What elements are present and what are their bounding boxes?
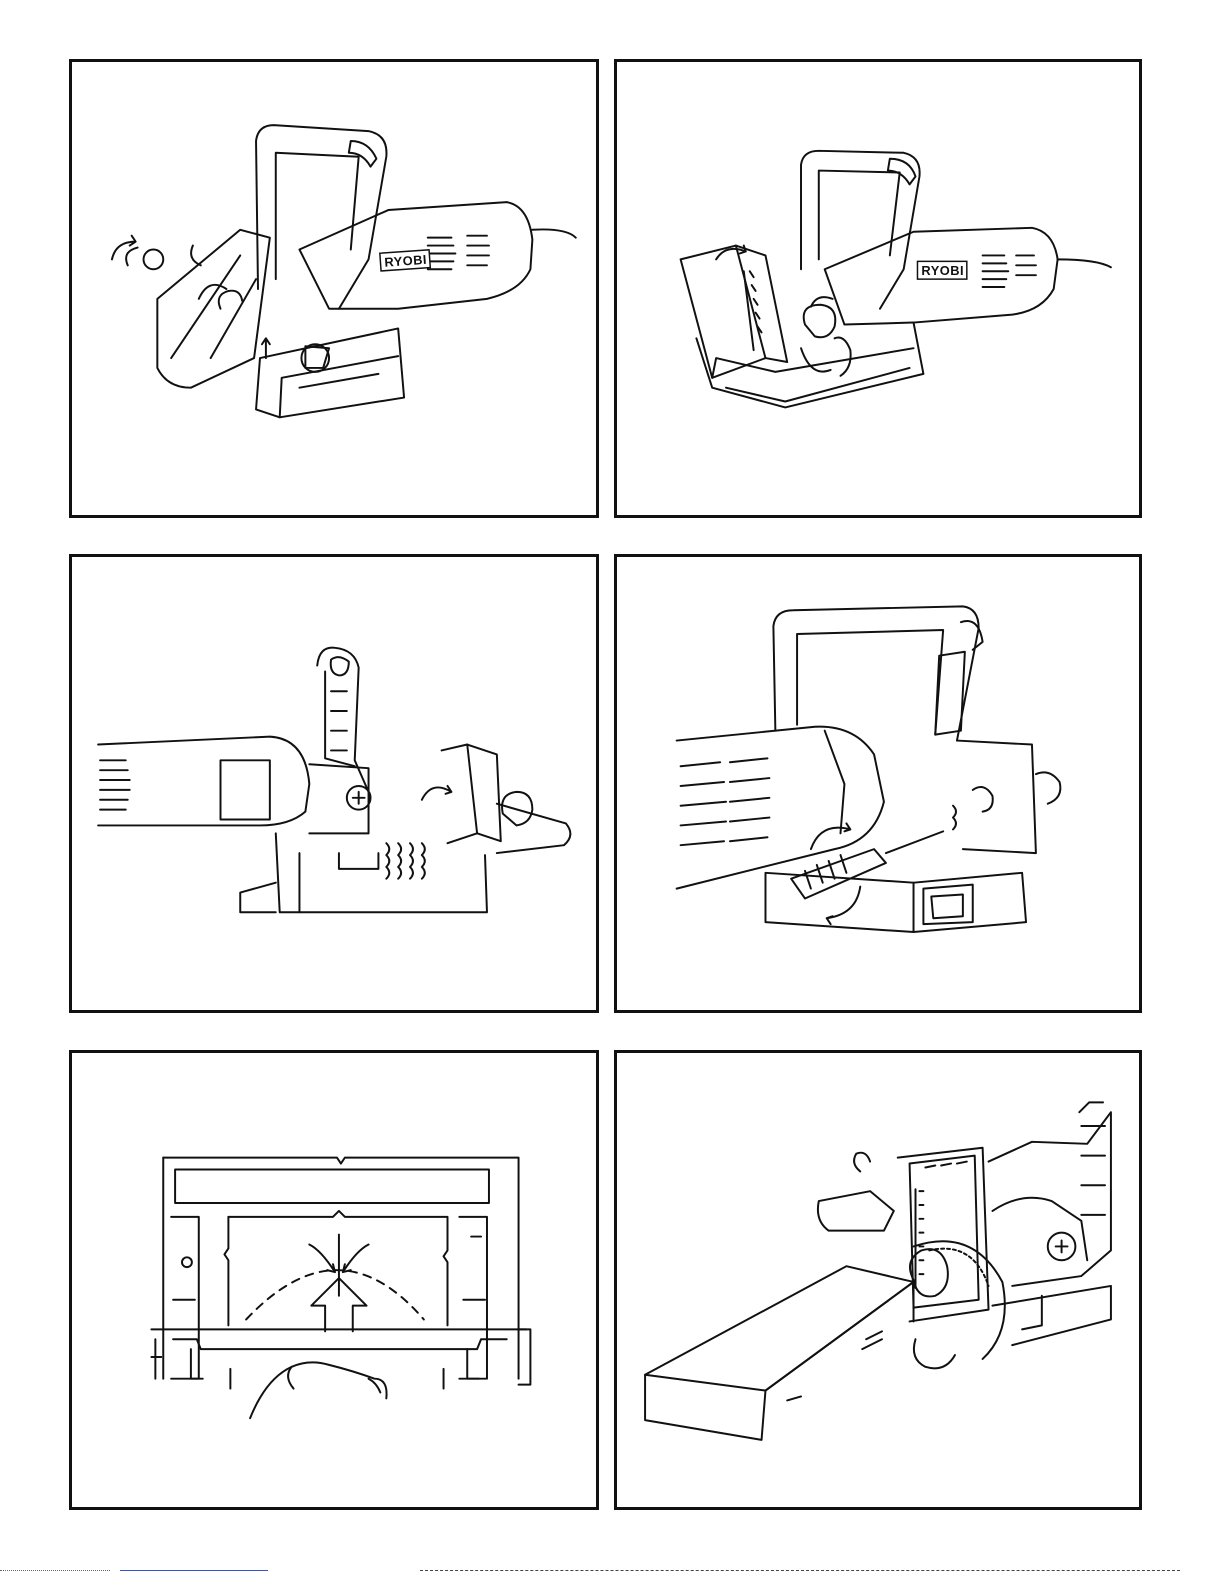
figure-panel-6	[614, 1050, 1142, 1510]
plate-joiner-workpiece-illustration	[617, 1053, 1139, 1507]
figure-panel-1: RYOBI	[69, 59, 599, 518]
brand-logo: RYOBI	[921, 263, 964, 278]
plate-joiner-side-view-illustration	[72, 557, 596, 1010]
brand-logo: RYOBI	[384, 252, 428, 270]
footer-rule-left	[0, 1570, 110, 1575]
figure-panel-5	[69, 1050, 599, 1510]
footer-rule-right	[420, 1570, 1180, 1575]
figure-panel-2: RYOBI	[614, 59, 1142, 518]
plate-joiner-depth-adjust-illustration	[617, 557, 1139, 1010]
footer-link-underline	[120, 1570, 268, 1575]
plate-joiner-fence-illustration: RYOBI	[72, 62, 596, 515]
plate-joiner-centering-mark-illustration	[72, 1053, 596, 1507]
plate-joiner-tilted-fence-illustration: RYOBI	[617, 62, 1139, 515]
figure-panel-3	[69, 554, 599, 1013]
figure-panel-4	[614, 554, 1142, 1013]
